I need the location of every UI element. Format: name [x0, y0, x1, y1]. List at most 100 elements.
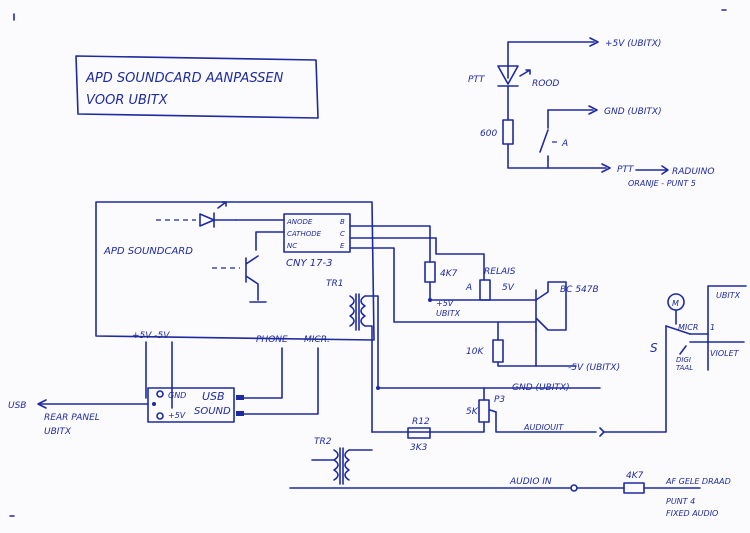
usb-terminal-gnd: [156, 390, 164, 398]
soundcard-box: [95, 201, 375, 341]
opto-led-symbol: [199, 213, 215, 227]
usb-sound-box: [147, 387, 235, 423]
arrow-gnd: [588, 105, 598, 115]
label-apd-soundcard: APD SOUNDCARD: [103, 246, 193, 257]
label-tr1: TR1: [326, 279, 343, 289]
tr2-primary: [333, 449, 339, 481]
wire-pot-bottom: [371, 421, 485, 433]
wire-relay-feed: [435, 237, 485, 281]
tr2-secondary: [344, 449, 350, 481]
title-box: [75, 55, 319, 119]
label-usb-gnd: GND: [168, 391, 186, 400]
led-rood: [497, 65, 519, 85]
label-gnd-ubitx: GND (UBITX): [604, 107, 662, 117]
ic-pin-nc: NC: [287, 242, 297, 250]
wire-supply: [145, 341, 173, 409]
switch-s: [665, 325, 691, 335]
title-line-2: VOOR UBITX: [86, 93, 169, 108]
label-raduino: RADUINO: [672, 167, 714, 177]
label-rood: ROOD: [532, 79, 559, 89]
label-punt4: PUNT 4: [666, 497, 695, 506]
ic-pin-cathode: CATHODE: [287, 230, 322, 238]
wire-tr1-out2: [364, 325, 373, 433]
label-r12-value: 3K3: [410, 443, 428, 453]
pot-wiper: [489, 409, 497, 413]
arrow-plus5: [589, 37, 599, 47]
tr2-core: [339, 447, 344, 485]
ic-pin-e: E: [340, 242, 345, 250]
label-usb-plus5: +5V: [168, 411, 186, 420]
wire-ptt-out: [507, 143, 607, 169]
node-gnd: [376, 386, 380, 390]
label-supply: +5V -5V: [132, 331, 170, 341]
label-audio-out: AUDIOUIT: [523, 423, 564, 432]
label-relay-ubitx: UBITX: [436, 309, 461, 318]
usb-jack-phone: [236, 395, 244, 400]
label-usb-box1: USB: [202, 390, 225, 403]
label-digi-1: DIGI: [676, 356, 691, 364]
potentiometer-p3: [478, 399, 490, 423]
led-arrow: [519, 69, 531, 77]
label-rear-ubitx: UBITX: [44, 427, 72, 437]
tr1-secondary: [360, 295, 366, 327]
label-gele-draad: AF GELE DRAAD: [665, 477, 731, 486]
wire-emitter: [535, 329, 577, 367]
label-micr: MICR.: [304, 335, 330, 345]
label-rear-panel: REAR PANEL: [44, 413, 100, 423]
opto-led-arrow: [217, 201, 227, 209]
label-r12: R12: [412, 417, 430, 427]
arrow-usb: [37, 399, 47, 409]
label-tr2: TR2: [314, 437, 332, 447]
resistor-600: [502, 119, 514, 145]
wire-ic-e: [349, 247, 537, 323]
label-motor: M: [672, 299, 679, 308]
label-relay-a: A: [465, 283, 472, 293]
arrow-ptt: [601, 163, 611, 173]
wire-audio-out: [495, 411, 597, 433]
resistor-4k7-audio: [623, 482, 645, 494]
ubitx-border: [707, 285, 747, 371]
label-5k: 5K: [466, 407, 479, 417]
usb-jack-micr: [236, 411, 244, 416]
opto-led-bar: [213, 212, 237, 228]
usb-terminal-plus5: [156, 412, 164, 420]
arrow-radiuino: [635, 165, 669, 175]
label-resistor-600: 600: [480, 129, 497, 139]
switch-a: [539, 129, 549, 153]
label-plus5-ubitx: +5V (UBITX): [605, 39, 661, 49]
wire-cathode: [255, 231, 285, 251]
tr1-primary: [349, 295, 355, 327]
transistor-bc547b: [535, 281, 567, 331]
resistor-10k: [492, 339, 504, 363]
wire-tr1-out: [364, 295, 379, 389]
label-audio-in: AUDIO IN: [509, 477, 552, 487]
label-usb-box2: SOUND: [194, 406, 231, 417]
soundcard-transistor: [245, 255, 259, 301]
label-ptt-out: PTT: [617, 165, 635, 175]
ic-pin-c: C: [340, 230, 345, 238]
wire-micr: [243, 347, 319, 415]
label-violet: VIOLET: [710, 349, 740, 358]
label-4k7: 4K7: [440, 269, 458, 279]
label-ubitx-right: UBITX: [716, 291, 741, 300]
label-ptt-led: PTT: [468, 75, 486, 85]
label-gnd-relay: GND (UBITX): [512, 383, 570, 393]
label-4k7-audio: 4K7: [626, 471, 644, 481]
label-cny17: CNY 17-3: [286, 258, 332, 269]
digi-contact: [679, 345, 687, 355]
label-relay-5v: 5V: [502, 283, 515, 293]
label-relay-plus5: +5V: [436, 299, 454, 308]
usb-junction: [152, 402, 156, 406]
label-switch-a: A: [561, 139, 568, 149]
label-usb-out: USB: [8, 401, 26, 411]
tr1-core: [355, 293, 360, 331]
label-digi-2: TAAL: [676, 364, 693, 372]
resistor-4k7: [424, 261, 436, 283]
ic-pin-anode: ANODE: [286, 218, 313, 226]
resistor-r12: [407, 427, 431, 439]
wire-to-switch: [603, 325, 667, 433]
wire-10k-bottom: [497, 361, 537, 367]
label-oranje: ORANJE - PUNT 5: [628, 179, 696, 188]
label-micr-switch: MICR: [678, 323, 698, 332]
